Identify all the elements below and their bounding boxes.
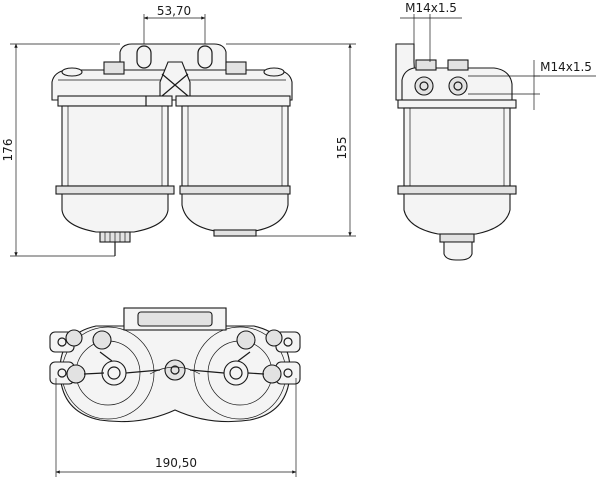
top-banjo-right-inner bbox=[236, 330, 256, 350]
top-banjo-right-lower bbox=[262, 364, 282, 384]
front-drain-plug bbox=[213, 229, 257, 237]
side-fitting-top-right bbox=[447, 59, 469, 71]
front-bolt-slot-right bbox=[197, 45, 213, 69]
side-collar bbox=[397, 99, 517, 109]
side-drain-valve bbox=[439, 233, 475, 243]
dim-total-width-label: 190,50 bbox=[155, 456, 197, 470]
front-ear-left bbox=[61, 67, 83, 77]
side-fitting-left bbox=[414, 76, 434, 96]
front-fitting-right bbox=[225, 61, 247, 75]
top-dimensions bbox=[55, 378, 297, 477]
front-band-left bbox=[55, 185, 175, 195]
dim-bowl-height-label: 155 bbox=[335, 137, 349, 160]
top-banjo-left-lower bbox=[66, 364, 86, 384]
front-bolt-slot-left bbox=[136, 45, 152, 69]
top-primer-knob bbox=[164, 359, 186, 381]
top-view bbox=[49, 307, 301, 423]
front-collar-right bbox=[175, 95, 291, 107]
front-band-right bbox=[179, 185, 291, 195]
side-bowl bbox=[403, 193, 511, 235]
dim-thread-top-label: M14x1.5 bbox=[405, 1, 457, 15]
top-banjo-left-upper bbox=[65, 329, 83, 347]
front-ear-right bbox=[263, 67, 285, 77]
side-fitting-top-left bbox=[415, 59, 437, 71]
front-bowl-right bbox=[181, 193, 289, 233]
top-center-cap-left bbox=[101, 360, 127, 386]
side-dimensions bbox=[400, 14, 596, 110]
dim-total-height-label: 176 bbox=[1, 139, 15, 162]
side-cartridge bbox=[403, 107, 511, 187]
top-banjo-left-inner bbox=[92, 330, 112, 350]
front-collar-left bbox=[57, 95, 173, 107]
front-view bbox=[51, 43, 293, 256]
side-fitting-right bbox=[448, 76, 468, 96]
side-band bbox=[397, 185, 517, 195]
side-drain-handle bbox=[443, 241, 473, 261]
front-cartridge-right bbox=[181, 105, 289, 187]
top-banjo-right-upper bbox=[265, 329, 283, 347]
front-cartridge-left bbox=[61, 105, 169, 187]
front-fitting-left bbox=[103, 61, 125, 75]
dim-thread-right-label: M14x1.5 bbox=[540, 60, 592, 74]
top-center-cap-right bbox=[223, 360, 249, 386]
front-bowl-left bbox=[61, 193, 169, 233]
dim-bolt-spacing-label: 53,70 bbox=[157, 4, 191, 18]
side-view bbox=[395, 43, 517, 261]
front-dimensions bbox=[10, 14, 356, 257]
